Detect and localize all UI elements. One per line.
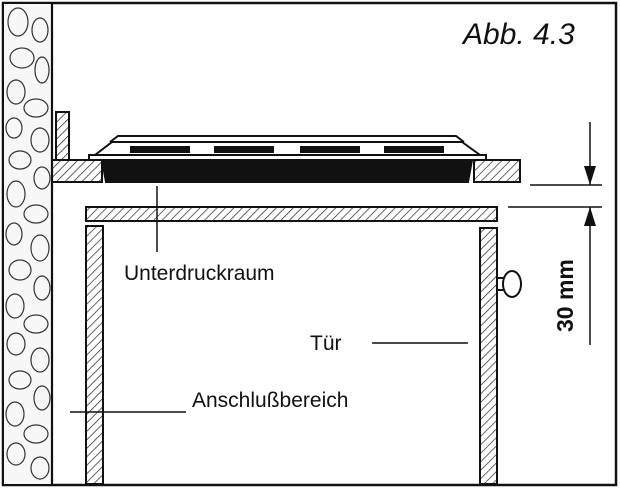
cabinet-side-left — [85, 225, 104, 485]
dimension-marker — [508, 122, 602, 345]
oven-door — [479, 227, 498, 485]
countertop — [51, 111, 521, 183]
figure-label: Abb. 4.3 — [461, 18, 575, 51]
oven-top-plate — [85, 206, 498, 222]
connection-area-label: Anschlußbereich — [192, 389, 348, 412]
door-knob-icon — [496, 270, 522, 298]
vacuum-space-label: Unterdruckraum — [124, 262, 275, 285]
stone-wall — [4, 4, 54, 484]
door-label: Tür — [310, 332, 342, 355]
cooktop — [88, 135, 487, 183]
dimension-label: 30 mm — [552, 259, 578, 332]
